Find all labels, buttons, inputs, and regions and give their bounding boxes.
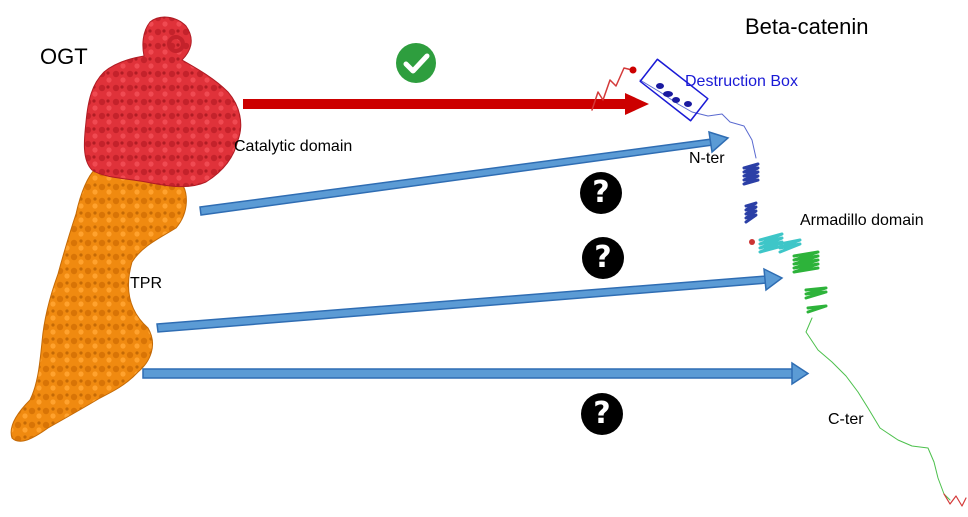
destruction-box-label: Destruction Box <box>685 73 798 90</box>
n-ter-label: N-ter <box>689 150 725 167</box>
c-ter-label: C-ter <box>828 411 864 428</box>
helix-blue <box>742 162 760 186</box>
ogt-loop <box>167 35 185 53</box>
beta-catenin-label: Beta-catenin <box>745 14 869 39</box>
armadillo-domain-label: Armadillo domain <box>800 212 924 229</box>
tpr-label: TPR <box>130 275 162 292</box>
confirmed-arrow <box>243 93 649 115</box>
beta-catenin-structure <box>591 58 967 507</box>
catalytic-domain-label: Catalytic domain <box>234 138 353 155</box>
check-icon <box>396 43 436 83</box>
ogt-label: OGT <box>40 44 88 69</box>
unknown-arrow-3 <box>142 361 810 386</box>
unknown-arrow-2 <box>156 267 784 333</box>
question-icon: ? <box>581 393 623 435</box>
ogt-tpr-surface <box>10 163 187 442</box>
n-terminal-dot <box>629 66 637 74</box>
c-terminal-tail <box>805 317 951 501</box>
question-icon: ? <box>580 172 622 214</box>
armadillo-green <box>792 250 828 314</box>
destruction-box <box>639 58 709 122</box>
check-mark <box>403 53 430 74</box>
armadillo-cyan <box>758 232 802 254</box>
n-terminal-tail <box>591 67 633 111</box>
destruction-box-residues <box>656 83 692 107</box>
unknown-arrow-1 <box>199 130 730 216</box>
ogt-catalytic-surface <box>83 16 242 188</box>
question-icon: ? <box>582 237 624 279</box>
